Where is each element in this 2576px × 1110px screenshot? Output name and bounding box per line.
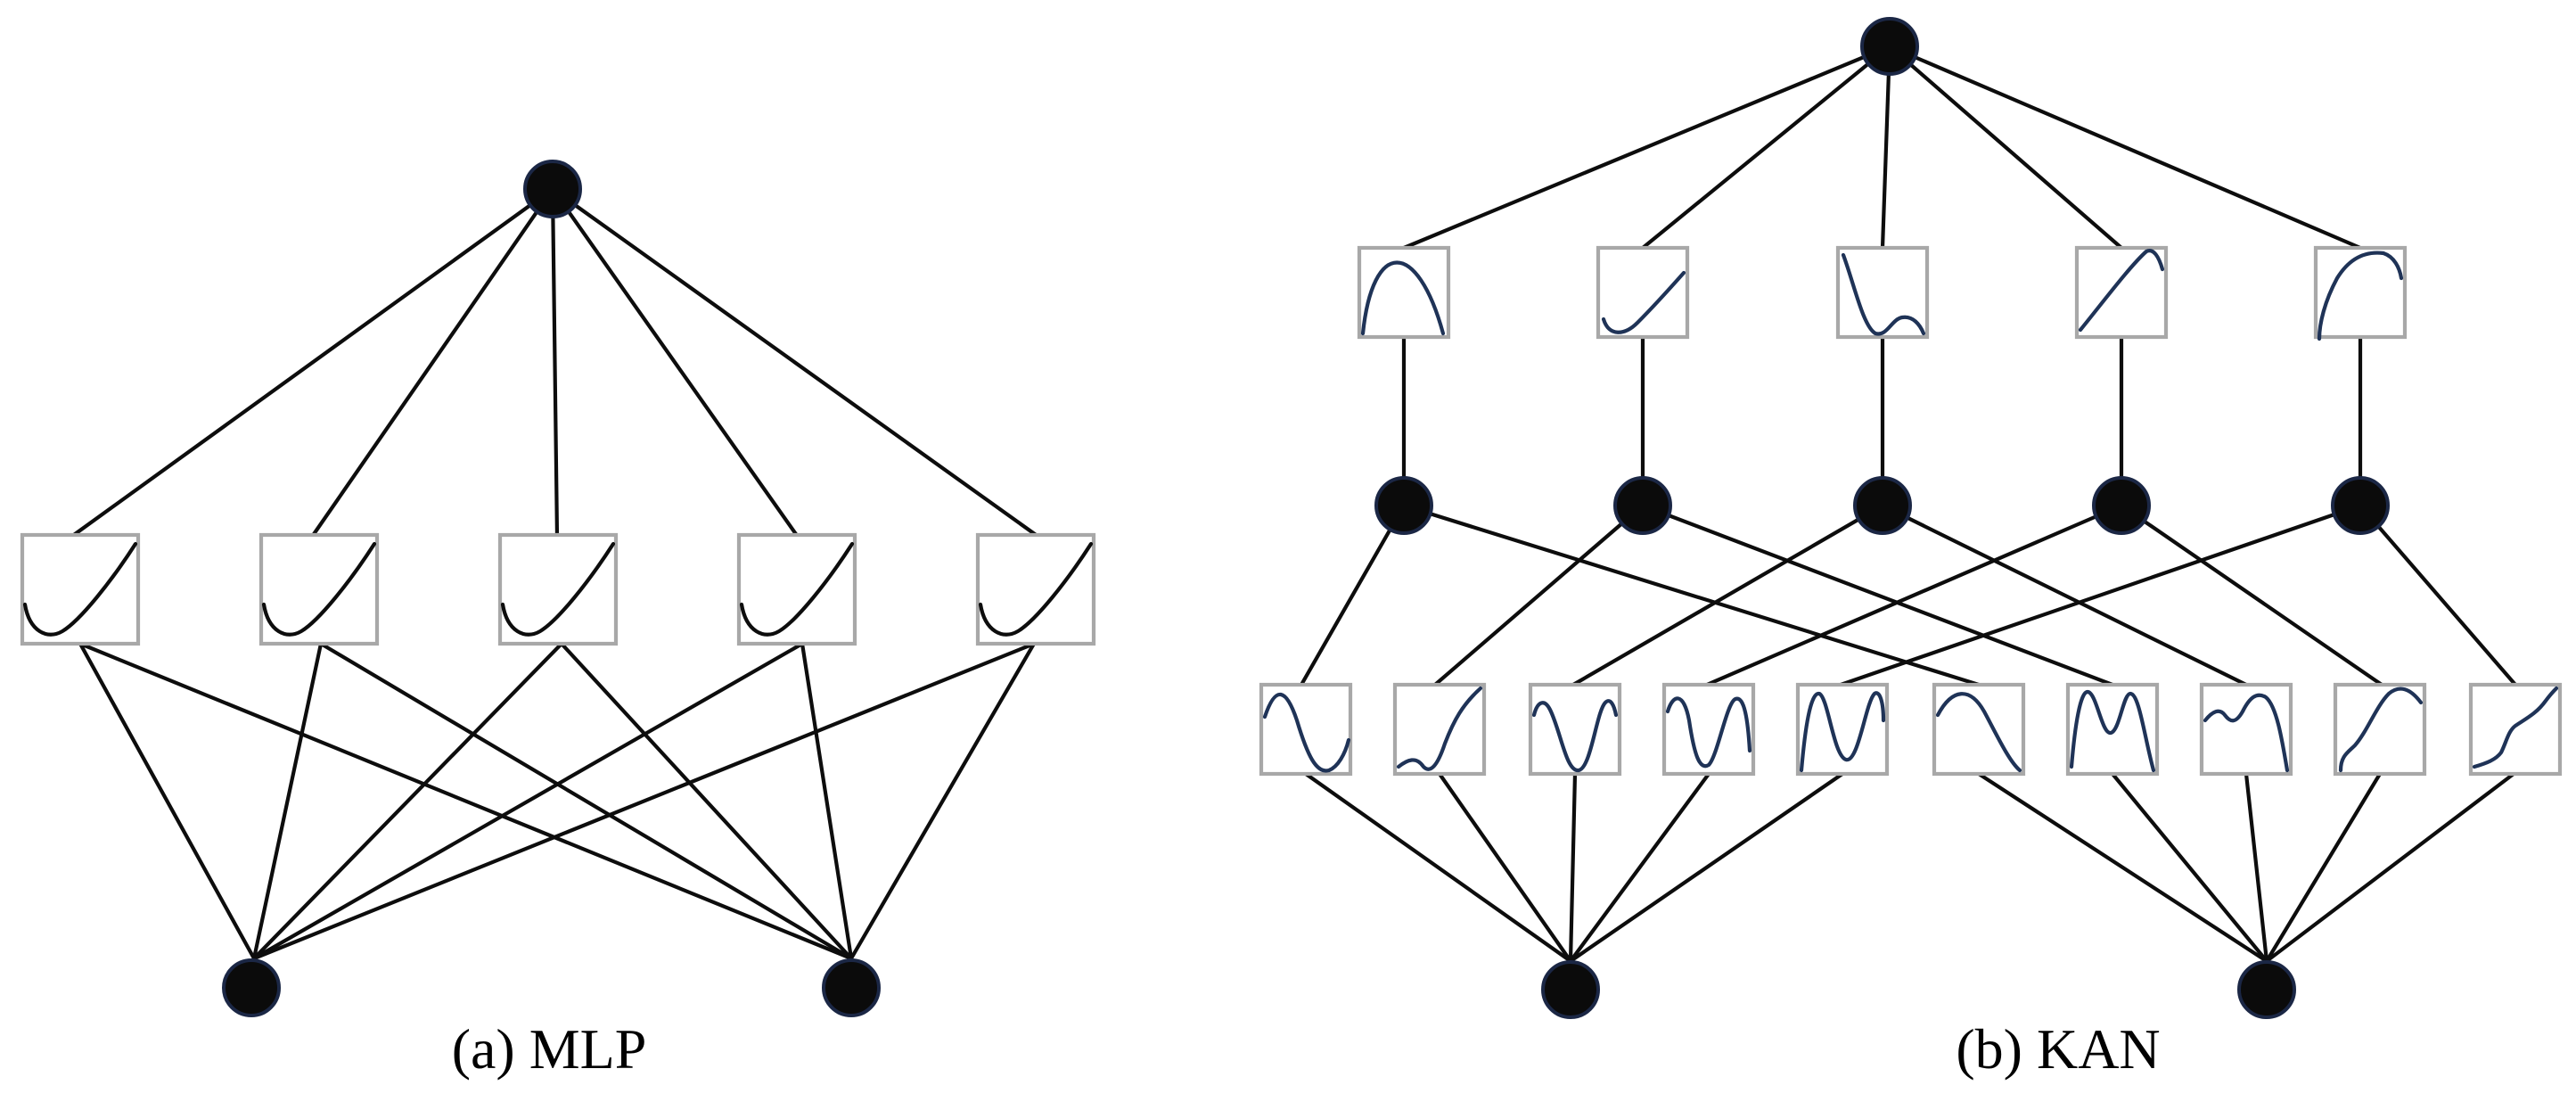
edge bbox=[1640, 44, 1892, 251]
kan-caption: (b) KAN bbox=[1956, 1017, 2161, 1081]
edge bbox=[1299, 503, 1407, 687]
mlp-activation-box bbox=[258, 532, 380, 646]
edge bbox=[1880, 503, 2249, 687]
mlp-activation-box bbox=[20, 532, 141, 646]
kan-diagram bbox=[1259, 17, 2563, 1019]
edge bbox=[251, 641, 564, 961]
edge bbox=[251, 641, 805, 961]
edge bbox=[2264, 771, 2383, 964]
kan-function-box bbox=[2313, 245, 2408, 341]
mlp-input-edges bbox=[78, 641, 1037, 961]
kan-input-edges bbox=[1303, 771, 2516, 964]
kan-function-box bbox=[1357, 245, 1451, 340]
edge bbox=[2244, 771, 2269, 964]
edge bbox=[309, 186, 555, 539]
mlp-output-edges bbox=[69, 186, 1041, 539]
edge bbox=[78, 641, 257, 961]
kan-function-box bbox=[1835, 245, 1930, 340]
edge bbox=[1568, 771, 1845, 964]
edge bbox=[1571, 503, 1885, 687]
kan-crossing-edges bbox=[1299, 503, 2518, 687]
kan-function-box bbox=[2074, 245, 2169, 340]
kan-layer2-function-boxes bbox=[1357, 245, 2408, 341]
mlp-activation-box bbox=[497, 532, 619, 646]
edge bbox=[2358, 503, 2518, 687]
kan-output-node bbox=[1860, 17, 1919, 76]
mlp-diagram bbox=[20, 160, 1096, 1017]
edge bbox=[1568, 771, 1578, 964]
kan-function-box bbox=[2468, 682, 2563, 777]
edge bbox=[251, 641, 1037, 961]
edge bbox=[2264, 771, 2516, 964]
edge bbox=[251, 641, 324, 961]
kan-hidden-node bbox=[1853, 476, 1912, 535]
edge bbox=[318, 641, 854, 961]
kan-function-box bbox=[1259, 682, 1353, 777]
kan-function-box bbox=[1528, 682, 1622, 777]
edge bbox=[559, 641, 854, 961]
edge bbox=[1887, 44, 2124, 251]
edge bbox=[550, 186, 560, 539]
edge bbox=[1838, 503, 2363, 687]
kan-hidden-node bbox=[1374, 476, 1433, 535]
kan-function-box bbox=[1932, 682, 2026, 777]
mlp-activation-boxes bbox=[20, 532, 1096, 646]
edge bbox=[2119, 503, 2384, 687]
kan-function-box bbox=[1596, 245, 1690, 340]
edge bbox=[1568, 771, 1711, 964]
edge bbox=[1976, 771, 2269, 964]
kan-function-box bbox=[1795, 682, 1890, 777]
edge bbox=[550, 186, 800, 539]
mlp-activation-box bbox=[975, 532, 1096, 646]
edge bbox=[2110, 771, 2269, 964]
edge bbox=[800, 641, 854, 961]
edge bbox=[1303, 771, 1573, 964]
edge bbox=[1640, 503, 2115, 687]
edge bbox=[1432, 503, 1645, 687]
edge bbox=[78, 641, 854, 961]
kan-layer1-function-boxes bbox=[1259, 682, 2563, 777]
kan-function-box bbox=[1661, 682, 1756, 777]
kan-function-box bbox=[2065, 682, 2160, 777]
mlp-activation-box bbox=[736, 532, 857, 646]
mlp-input-node bbox=[822, 958, 881, 1017]
mlp-input-node bbox=[222, 958, 281, 1017]
kan-input-node bbox=[1541, 960, 1600, 1019]
kan-hidden-node bbox=[2331, 476, 2390, 535]
edge bbox=[1880, 44, 1892, 251]
edge bbox=[1401, 503, 1981, 687]
kan-hidden-node bbox=[1613, 476, 1672, 535]
edge bbox=[1401, 44, 1892, 251]
mlp-output-node bbox=[523, 160, 582, 218]
kan-hidden-node bbox=[2092, 476, 2151, 535]
edge bbox=[849, 641, 1037, 961]
edge bbox=[1887, 44, 2363, 251]
kan-vertical-edges bbox=[1401, 334, 2363, 508]
kan-function-box bbox=[2333, 682, 2427, 777]
edge bbox=[1437, 771, 1573, 964]
kan-function-box bbox=[2199, 682, 2293, 777]
kan-input-node bbox=[2237, 960, 2296, 1019]
edge bbox=[69, 186, 555, 539]
kan-output-edges bbox=[1401, 44, 2363, 251]
mlp-caption: (a) MLP bbox=[451, 1017, 647, 1081]
edge bbox=[1704, 503, 2124, 687]
kan-function-box bbox=[1392, 682, 1487, 777]
edge bbox=[550, 186, 1041, 539]
